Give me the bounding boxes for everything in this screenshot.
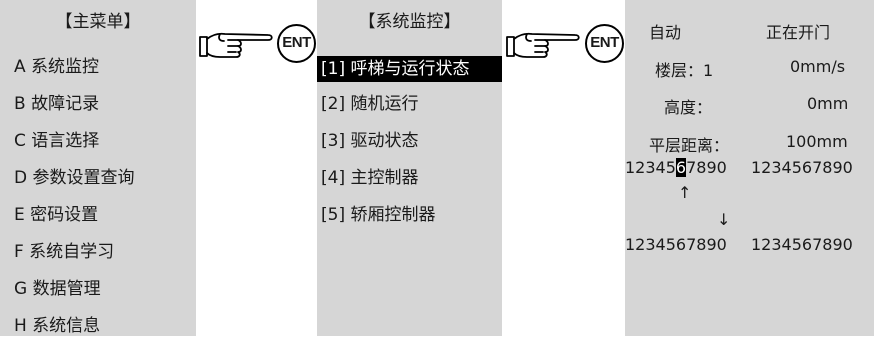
menu-item-label: H 系统信息 bbox=[14, 316, 101, 336]
pointing-hand-icon bbox=[199, 32, 273, 58]
menu-item-call-run-status[interactable]: [1] 呼梯与运行状态 bbox=[317, 56, 502, 82]
call-digits: 7890 bbox=[686, 158, 727, 177]
run-mode-text: 自动 bbox=[649, 23, 682, 42]
enter-key-label: ENT bbox=[590, 34, 619, 51]
menu-item-random-run[interactable]: [2] 随机运行 bbox=[317, 91, 502, 117]
menu-item-label: [4] 主控制器 bbox=[321, 168, 419, 188]
menu-item-label: F 系统自学习 bbox=[14, 242, 115, 262]
menu-item-drive-status[interactable]: [3] 驱动状态 bbox=[317, 128, 502, 154]
system-monitor-title: 【系统监控】 bbox=[358, 12, 461, 32]
call-register-bottom-a: 1234567890 bbox=[625, 235, 727, 254]
menu-item-label: [1] 呼梯与运行状态 bbox=[321, 59, 470, 79]
call-register-top-b: 1234567890 bbox=[751, 158, 853, 177]
height-value: 0mm bbox=[807, 94, 849, 113]
call-digit-highlight: 6 bbox=[675, 158, 687, 177]
level-distance-label: 平层距离： bbox=[649, 136, 730, 155]
menu-item-parameters[interactable]: D 参数设置查询 bbox=[0, 165, 196, 191]
door-state-text: 正在开门 bbox=[766, 23, 831, 42]
menu-item-label: E 密码设置 bbox=[14, 205, 99, 225]
menu-item-label: A 系统监控 bbox=[14, 57, 100, 77]
menu-item-language[interactable]: C 语言选择 bbox=[0, 128, 196, 154]
main-menu-panel: 【主菜单】 A 系统监控 B 故障记录 C 语言选择 D 参数设置查询 E 密码… bbox=[0, 0, 196, 336]
menu-item-label: G 数据管理 bbox=[14, 279, 101, 299]
enter-key-button[interactable]: ENT bbox=[585, 24, 624, 63]
main-menu-title: 【主菜单】 bbox=[55, 12, 141, 32]
menu-item-fault-record[interactable]: B 故障记录 bbox=[0, 91, 196, 117]
system-monitor-panel: 【系统监控】 [1] 呼梯与运行状态 [2] 随机运行 [3] 驱动状态 [4]… bbox=[317, 0, 502, 336]
menu-item-label: [2] 随机运行 bbox=[321, 94, 419, 114]
height-label: 高度： bbox=[664, 98, 713, 117]
menu-item-data-management[interactable]: G 数据管理 bbox=[0, 276, 196, 302]
menu-item-system-info[interactable]: H 系统信息 bbox=[0, 313, 196, 339]
enter-key-button[interactable]: ENT bbox=[277, 24, 316, 63]
status-panel: 自动 正在开门 楼层：1 0mm/s 高度： 0mm 平层距离： 100mm 1… bbox=[625, 0, 874, 336]
down-arrow-icon: ↓ bbox=[717, 210, 731, 229]
level-distance-value: 100mm bbox=[786, 132, 848, 151]
menu-item-label: [3] 驱动状态 bbox=[321, 131, 419, 151]
enter-key-label: ENT bbox=[282, 34, 311, 51]
up-arrow-icon: ↑ bbox=[678, 183, 692, 202]
call-digits: 12345 bbox=[625, 158, 676, 177]
menu-item-label: D 参数设置查询 bbox=[14, 168, 135, 188]
menu-item-label: C 语言选择 bbox=[14, 131, 100, 151]
menu-item-password[interactable]: E 密码设置 bbox=[0, 202, 196, 228]
menu-item-label: B 故障记录 bbox=[14, 94, 100, 114]
menu-item-system-monitor[interactable]: A 系统监控 bbox=[0, 54, 196, 80]
menu-item-label: [5] 轿厢控制器 bbox=[321, 205, 436, 225]
floor-label: 楼层：1 bbox=[655, 61, 714, 80]
pointing-hand-icon bbox=[506, 32, 580, 58]
speed-value: 0mm/s bbox=[790, 57, 846, 76]
call-register-top-a: 1234567890 bbox=[625, 158, 727, 177]
menu-item-main-controller[interactable]: [4] 主控制器 bbox=[317, 165, 502, 191]
call-register-bottom-b: 1234567890 bbox=[751, 235, 853, 254]
menu-item-car-controller[interactable]: [5] 轿厢控制器 bbox=[317, 202, 502, 228]
menu-item-self-learning[interactable]: F 系统自学习 bbox=[0, 239, 196, 265]
